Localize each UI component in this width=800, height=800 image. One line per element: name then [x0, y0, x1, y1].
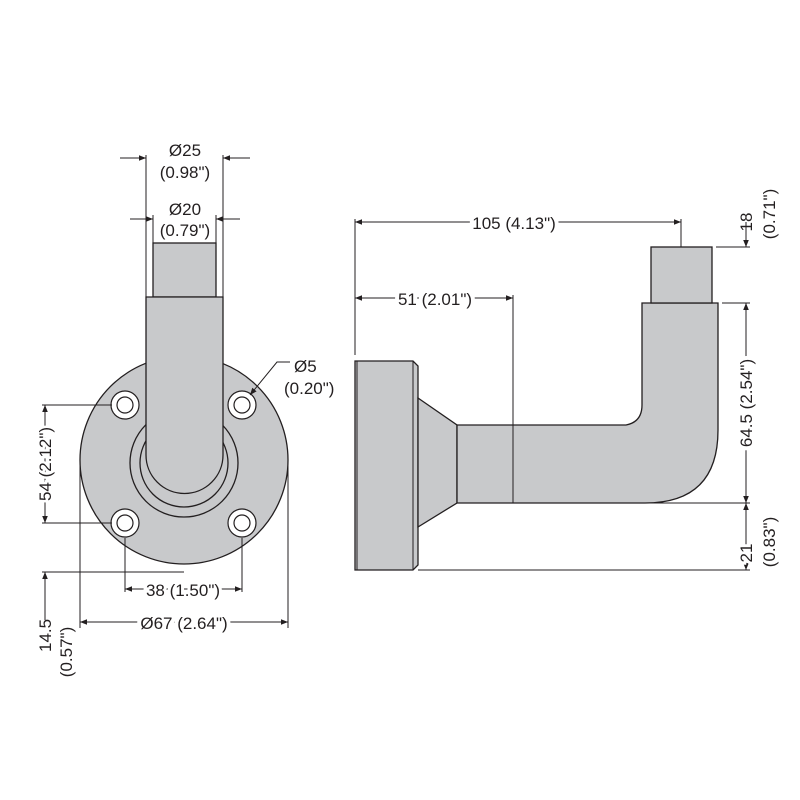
dim-arm-offset-value: 21 [737, 544, 756, 563]
dim-riser-height: 64.5 (2.54") [737, 359, 756, 447]
dim-tube-inner-inch: (0.79") [160, 221, 210, 240]
dim-hole-offset-inch: (0.57") [57, 627, 76, 677]
dim-tube-outer-dia: Ø25 [169, 141, 201, 160]
dim-hole-vertical-spacing: 54 (2.12") [36, 427, 55, 501]
front-view: Ø25 (0.98") Ø20 (0.79") Ø5 (0.20") 54 (2… [34, 141, 335, 677]
dim-flange-dia: Ø67 (2.64") [140, 614, 227, 633]
arm [456, 302, 719, 504]
dim-arm-offset-inch: (0.83") [760, 517, 779, 567]
dim-hole-inch: (0.20") [284, 379, 334, 398]
side-view: 105 (4.13") 51 (2.01") 18 (0.71") 64.5 (… [354, 189, 779, 571]
dim-top-tube-inch: (0.71") [760, 189, 779, 239]
dim-hole-horizontal-spacing: 38 (1.50") [146, 581, 220, 600]
dim-neck-length: 51 (2.01") [398, 290, 472, 309]
side-top-tube [650, 246, 713, 304]
dim-hole-offset-value: 14.5 [36, 619, 55, 652]
dim-top-tube-value: 18 [737, 213, 756, 232]
dim-tube-inner-dia: Ø20 [169, 200, 201, 219]
wall-flange [354, 360, 419, 571]
dim-overall-projection: 105 (4.13") [472, 214, 556, 233]
cone [417, 396, 458, 529]
top-tube [152, 242, 217, 298]
dim-hole-dia: Ø5 [294, 357, 317, 376]
arm-tube [145, 296, 224, 495]
dim-tube-outer-inch: (0.98") [160, 163, 210, 182]
